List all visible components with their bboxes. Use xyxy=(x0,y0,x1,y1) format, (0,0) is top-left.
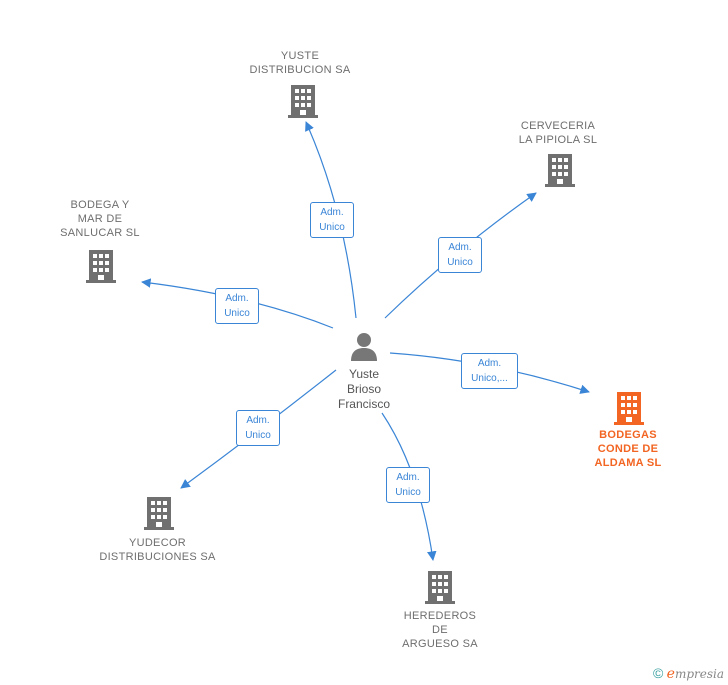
building-icon[interactable] xyxy=(613,390,645,431)
building-icon[interactable] xyxy=(143,495,175,536)
node-label-herederos-de-argueso[interactable]: HEREDEROS DE ARGUESO SA xyxy=(402,610,478,650)
brand-name: mpresia xyxy=(674,667,724,681)
building-icon[interactable] xyxy=(85,248,117,289)
node-label-yuste-distribucion[interactable]: YUSTE DISTRIBUCION SA xyxy=(249,50,351,76)
brand-initial: e xyxy=(666,666,675,682)
brand-logo: © empresia xyxy=(653,665,724,682)
relation-label: Adm. Unico xyxy=(386,467,430,503)
copyright-symbol: © xyxy=(652,665,664,681)
building-icon[interactable] xyxy=(287,83,319,124)
center-person-name[interactable]: Yuste Brioso Francisco xyxy=(337,367,390,411)
node-label-cerveceria-la-pipiola[interactable]: CERVECERIA LA PIPIOLA SL xyxy=(518,120,598,146)
node-label-bodega-y-mar[interactable]: BODEGA Y MAR DE SANLUCAR SL xyxy=(60,199,140,239)
relation-label: Adm. Unico xyxy=(236,410,280,446)
person-icon xyxy=(348,330,380,367)
building-icon[interactable] xyxy=(424,569,456,610)
building-icon[interactable] xyxy=(544,152,576,193)
relation-label: Adm. Unico xyxy=(438,237,482,273)
node-label-yudecor-distribuciones[interactable]: YUDECOR DISTRIBUCIONES SA xyxy=(99,537,216,563)
relation-label: Adm. Unico xyxy=(215,288,259,324)
relation-label: Adm. Unico,... xyxy=(461,353,518,389)
node-label-bodegas-conde-de-aldama[interactable]: BODEGAS CONDE DE ALDAMA SL xyxy=(594,429,662,469)
relation-label: Adm. Unico xyxy=(310,202,354,238)
